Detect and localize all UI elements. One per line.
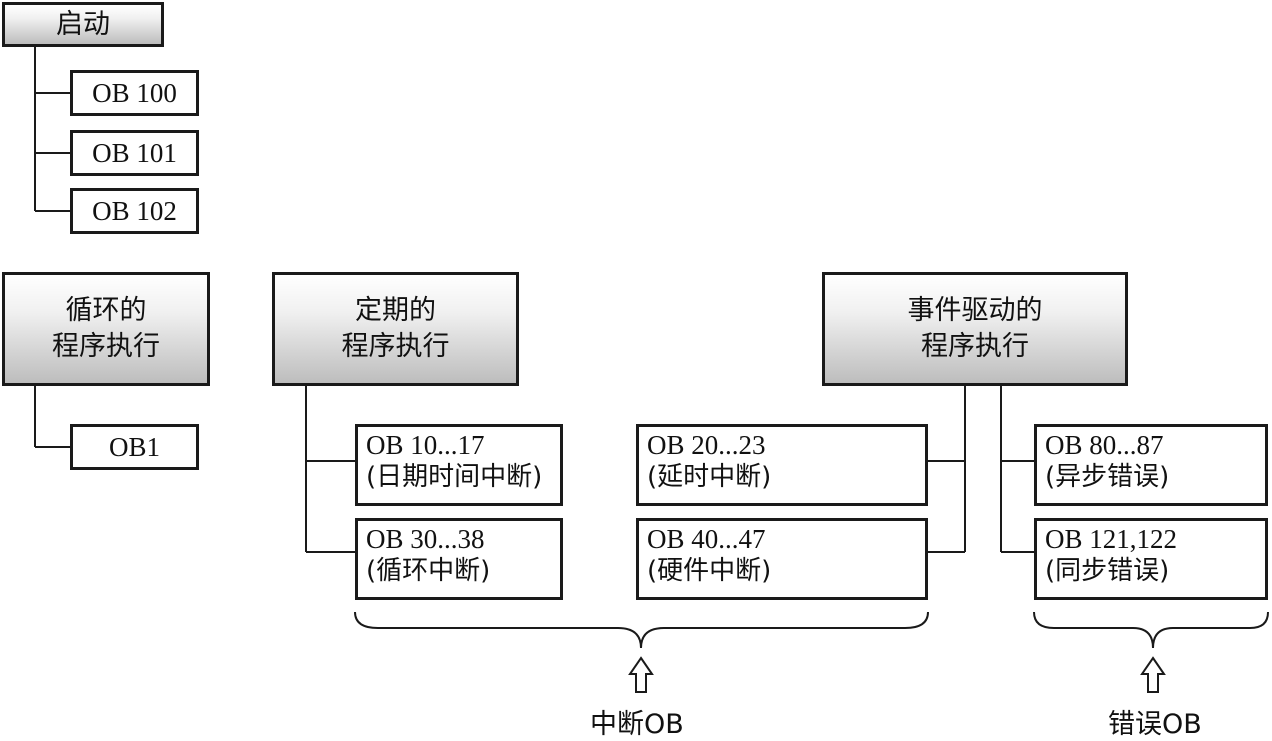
event-title-line1: 事件驱动的	[907, 295, 1043, 326]
ob-10-17-box: OB 10...17 (日期时间中断)	[355, 424, 563, 506]
ob-80-87-desc: (异步错误)	[1045, 462, 1170, 492]
ob-40-47-desc: (硬件中断)	[647, 556, 772, 586]
ob-1-label: OB1	[108, 432, 160, 462]
ob-30-38-label: OB 30...38	[366, 524, 485, 554]
ob-20-23-box: OB 20...23 (延时中断)	[636, 424, 928, 506]
interrupt-up-arrow-icon	[628, 656, 654, 693]
cyclic-header: 循环的 程序执行	[2, 272, 210, 386]
ob-40-47-box: OB 40...47 (硬件中断)	[636, 518, 928, 600]
ob-10-17-desc: (日期时间中断)	[366, 462, 543, 492]
event-header: 事件驱动的 程序执行	[822, 272, 1128, 386]
ob-1-box: OB1	[70, 424, 199, 470]
cyclic-title-line2: 程序执行	[52, 331, 160, 362]
ob-101-box: OB 101	[70, 130, 199, 176]
error-ob-caption: 错误OB	[1108, 709, 1202, 740]
error-brace	[1033, 611, 1269, 649]
startup-header: 启动	[2, 2, 164, 47]
interrupt-brace	[354, 611, 929, 649]
ob-80-87-box: OB 80...87 (异步错误)	[1034, 424, 1268, 506]
ob-121-122-desc: (同步错误)	[1045, 556, 1170, 586]
event-title-line2: 程序执行	[921, 331, 1029, 362]
ob-20-23-desc: (延时中断)	[647, 462, 772, 492]
ob-30-38-box: OB 30...38 (循环中断)	[355, 518, 563, 600]
periodic-title-line1: 定期的	[355, 295, 436, 326]
ob-101-label: OB 101	[92, 138, 177, 168]
ob-100-box: OB 100	[70, 70, 199, 116]
interrupt-ob-caption: 中断OB	[590, 709, 684, 740]
ob-20-23-label: OB 20...23	[647, 430, 766, 460]
periodic-title-line2: 程序执行	[341, 331, 450, 362]
ob-102-label: OB 102	[92, 196, 177, 226]
ob-121-122-label: OB 121,122	[1045, 524, 1178, 554]
ob-100-label: OB 100	[92, 78, 177, 108]
startup-title: 启动	[56, 8, 110, 40]
ob-40-47-label: OB 40...47	[647, 524, 766, 554]
ob-80-87-label: OB 80...87	[1045, 430, 1164, 460]
periodic-header: 定期的 程序执行	[272, 272, 519, 386]
ob-10-17-label: OB 10...17	[366, 430, 485, 460]
ob-30-38-desc: (循环中断)	[366, 556, 491, 586]
error-up-arrow-icon	[1140, 656, 1166, 693]
ob-102-box: OB 102	[70, 188, 199, 234]
ob-121-122-box: OB 121,122 (同步错误)	[1034, 518, 1268, 600]
cyclic-title-line1: 循环的	[65, 295, 147, 326]
